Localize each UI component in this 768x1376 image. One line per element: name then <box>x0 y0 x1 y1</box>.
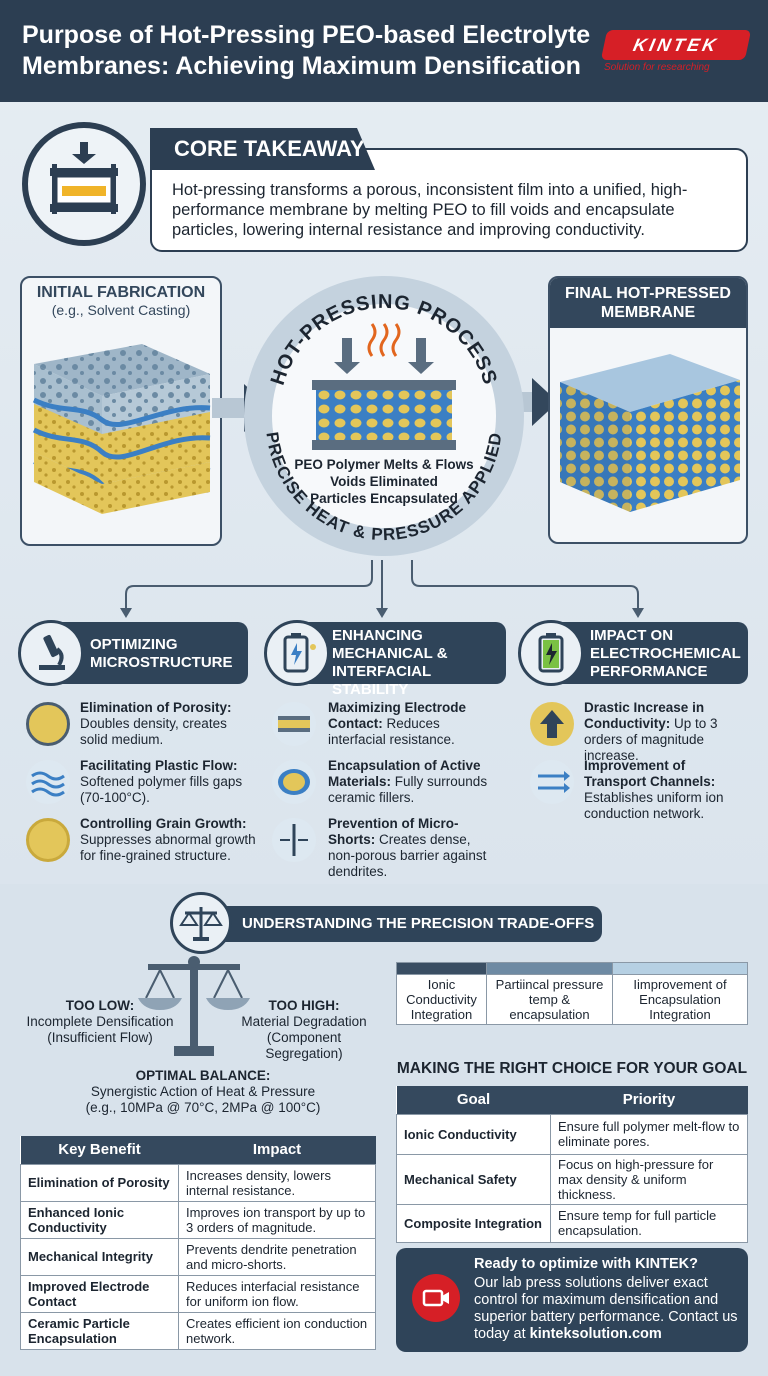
too-low-text: Incomplete Densification (Insufficient F… <box>26 1014 174 1045</box>
page-title: Purpose of Hot-Pressing PEO-based Electr… <box>22 21 591 80</box>
too-high-note: TOO HIGH:Material Degradation (Component… <box>228 998 380 1062</box>
cta-title: Ready to optimize with KINTEK? <box>474 1256 698 1272</box>
electrode-contact-icon <box>272 702 316 746</box>
final-title: FINAL HOT-PRESSED MEMBRANE <box>550 278 746 328</box>
initial-fabrication-panel: INITIAL FABRICATION (e.g., Solvent Casti… <box>20 276 222 546</box>
item-micro-shorts: Prevention of Micro-Shorts: Creates dens… <box>328 816 487 879</box>
charging-battery-icon <box>518 620 584 686</box>
barrier-icon <box>272 818 316 862</box>
optimal-example: (e.g., 10MPa @ 70°C, 2MPa @ 100°C) <box>85 1100 321 1115</box>
too-high-label: TOO HIGH: <box>268 998 340 1013</box>
hot-pressing-process-diagram: HOT-PRESSING PROCESS PRECISE HEAT & PRES… <box>244 276 524 556</box>
process-line-3: Particles Encapsulated <box>310 491 458 506</box>
choice-col-priority: Priority <box>550 1086 748 1114</box>
too-low-label: TOO LOW: <box>65 998 135 1013</box>
section-stability-title: ENHANCING MECHANICAL & INTERFACIAL STABI… <box>332 627 448 698</box>
microscope-icon <box>18 620 84 686</box>
flow-wave-icon <box>26 760 70 804</box>
core-takeaway-banner: CORE TAKEAWAY <box>150 128 375 170</box>
cta-body: Our lab press solutions deliver exact co… <box>474 1275 738 1342</box>
final-membrane-panel: FINAL HOT-PRESSED MEMBRANE <box>548 276 748 544</box>
benefits-col-key: Key Benefit <box>20 1136 179 1164</box>
scale-icon <box>170 892 232 954</box>
section-performance-title: IMPACT ON ELECTROCHEMICAL PERFORMANCE <box>590 627 741 680</box>
dense-membrane-illustration <box>560 354 740 512</box>
mini-cell-1: Ionic Conductivity Integration <box>396 974 487 1025</box>
tradeoffs-banner: UNDERSTANDING THE PRECISION TRADE-OFFS <box>210 906 602 942</box>
item-transport-channels: Improvement of Transport Channels: Estab… <box>584 758 724 821</box>
benefits-col-impact: Impact <box>178 1136 376 1164</box>
too-high-text: Material Degradation (Component Segregat… <box>241 1014 367 1061</box>
item-encapsulation: Encapsulation of Active Materials: Fully… <box>328 758 488 805</box>
header-bar: Purpose of Hot-Pressing PEO-based Electr… <box>0 0 768 102</box>
section-stability-banner: ENHANCING MECHANICAL & INTERFACIAL STABI… <box>292 622 506 698</box>
mini-cell-2: Partiincal pressure temp & encapsulation <box>486 974 613 1025</box>
item-plastic-flow: Facilitating Plastic Flow: Softened poly… <box>80 758 243 805</box>
porous-film-illustration <box>32 344 211 514</box>
encapsulation-icon <box>272 760 316 804</box>
initial-subtitle: (e.g., Solvent Casting) <box>51 302 191 318</box>
logo-text: KINTEK <box>631 35 721 55</box>
press-icon <box>22 122 146 246</box>
video-camera-icon[interactable] <box>412 1274 460 1322</box>
up-arrow-icon <box>530 702 574 746</box>
item-conductivity: Drastic Increase in Conductivity: Up to … <box>584 700 718 763</box>
transport-arrows-icon <box>530 760 574 804</box>
too-low-note: TOO LOW:Incomplete Densification (Insuff… <box>14 998 186 1046</box>
process-line-2: Voids Eliminated <box>330 474 438 489</box>
grain-icon <box>26 818 70 862</box>
initial-title: INITIAL FABRICATION <box>36 284 206 301</box>
item-grain-growth: Controlling Grain Growth: Suppresses abn… <box>80 816 256 863</box>
core-takeaway-text: Hot-pressing transforms a porous, incons… <box>172 181 688 239</box>
item-electrode-contact: Maximizing Electrode Contact: Reduces in… <box>328 700 467 747</box>
core-takeaway-heading: CORE TAKEAWAY <box>174 136 365 161</box>
optimal-label: OPTIMAL BALANCE: <box>135 1068 271 1083</box>
choice-heading: MAKING THE RIGHT CHOICE FOR YOUR GOAL <box>396 1060 748 1077</box>
battery-icon <box>264 620 330 686</box>
porosity-icon <box>26 702 70 746</box>
tradeoffs-heading: UNDERSTANDING THE PRECISION TRADE-OFFS <box>242 915 595 932</box>
mini-cell-3: Iimprovement of Encapsulation Integratio… <box>612 974 748 1025</box>
optimal-text: Synergistic Action of Heat & Pressure <box>90 1084 316 1099</box>
item-porosity: Elimination of Porosity: Doubles density… <box>80 700 232 747</box>
logo-tagline: Solution for researching <box>604 62 710 73</box>
balance-scale-illustration <box>138 956 250 1056</box>
kintek-logo[interactable]: KINTEK <box>600 30 752 60</box>
section-microstructure-title: OPTIMIZING MICROSTRUCTURE <box>90 636 233 671</box>
optimal-balance-note: OPTIMAL BALANCE:Synergistic Action of He… <box>72 1068 334 1116</box>
connector-arrows <box>120 560 644 618</box>
tradeoff-mini-table: Ionic Conductivity Integration Partiinca… <box>396 962 748 1025</box>
choice-col-goal: Goal <box>396 1086 551 1114</box>
cta-link[interactable]: kinteksolution.com <box>529 1326 662 1342</box>
process-line-1: PEO Polymer Melts & Flows <box>294 457 473 472</box>
cta-text-block: Ready to optimize with KINTEK? Our lab p… <box>474 1256 742 1343</box>
